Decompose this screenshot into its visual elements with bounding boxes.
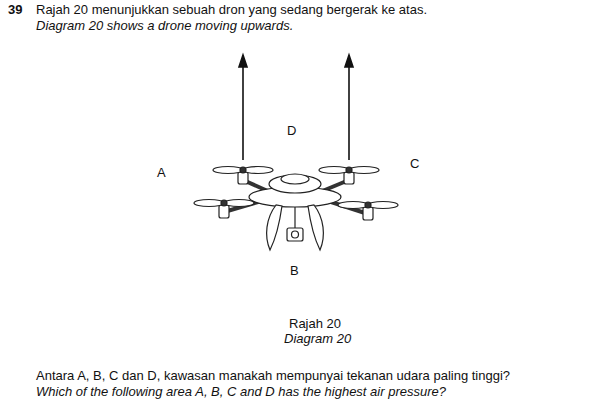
- area-label: A: [157, 166, 166, 181]
- question-text: Antara A, B, C dan D, kawasan manakah me…: [36, 369, 510, 384]
- question-text: Which of the following area A, B, C and …: [36, 385, 446, 400]
- area-label: D: [287, 124, 296, 139]
- area-label: C: [410, 157, 419, 172]
- stem-text: Diagram 20 shows a drone moving upwards.: [36, 19, 293, 34]
- diagram-caption: Diagram 20: [284, 332, 351, 347]
- area-label: B: [290, 264, 299, 279]
- stem-text: Rajah 20 menunjukkan sebuah dron yang se…: [36, 3, 427, 18]
- drone-body: [194, 167, 398, 251]
- diagram-caption: Rajah 20: [289, 317, 341, 332]
- upward-arrows: [239, 55, 353, 160]
- question-number: 39: [8, 3, 22, 18]
